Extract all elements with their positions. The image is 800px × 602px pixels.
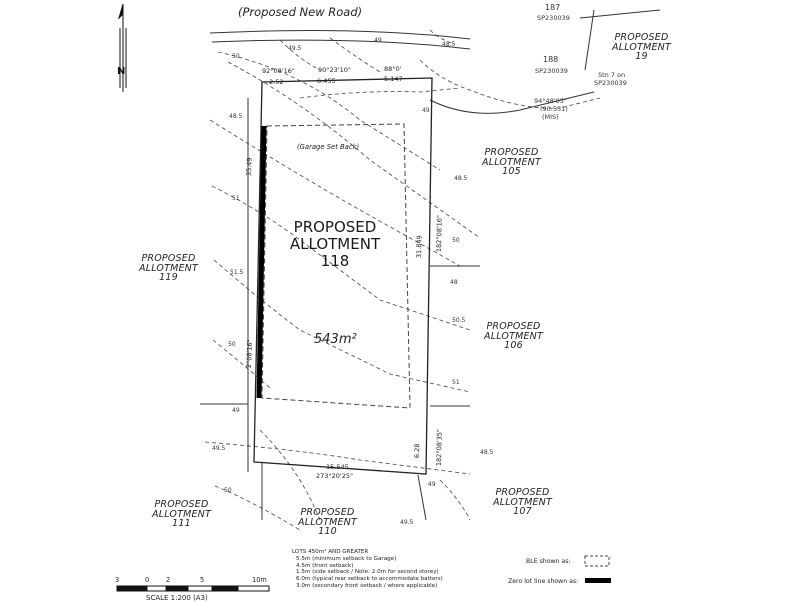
main-area: 543m² xyxy=(314,332,357,347)
scale-tick: 0 xyxy=(145,576,150,584)
east-upper-distance: 31.849 xyxy=(415,235,424,259)
station-bearing: 94°48'05" xyxy=(534,97,567,105)
contour-label: 49 xyxy=(428,481,436,488)
north-label: N xyxy=(117,66,126,77)
contour-lines xyxy=(204,29,601,531)
contour-label: 51 xyxy=(232,195,240,202)
contour-label: 48.5 xyxy=(442,41,456,48)
lot-187-plan: SP230039 xyxy=(537,14,570,22)
west-top-distance: 35.49 xyxy=(245,157,254,177)
station-distance: (90.531) xyxy=(540,105,568,113)
north-arrow-icon xyxy=(117,3,127,92)
legend-zero-lot-label: Zero lot line shown as: xyxy=(508,578,579,585)
contour-label: 50 xyxy=(232,53,240,60)
note-line: 3.0m (secondary front setback / where ap… xyxy=(296,583,438,590)
contour-label: 50 xyxy=(452,237,460,244)
east-lower-bearing: 182°08'35" xyxy=(435,429,444,467)
distance-1: 2.52 xyxy=(269,78,284,86)
contour-label: 48.5 xyxy=(229,113,243,120)
road-reserve xyxy=(209,30,471,50)
contour-label: 51 xyxy=(452,379,460,386)
station-label: Stn 7 on xyxy=(598,71,626,79)
contour-label: 49 xyxy=(374,37,382,44)
note-line: 1.5m (side setback / Note: 2.0m for seco… xyxy=(296,569,439,576)
zero-lot-line xyxy=(256,125,267,399)
main-allotment-title: PROPOSED ALLOTMENT 118 xyxy=(280,219,390,269)
south-distance: 15.545 xyxy=(326,463,349,471)
south-bearing: 273°20'25" xyxy=(316,472,353,480)
bearing-3: 88°0' xyxy=(384,65,402,73)
contour-label: 49.5 xyxy=(400,519,414,526)
lot-188-label: 188 xyxy=(543,55,559,64)
distance-3: 5.147 xyxy=(384,75,403,83)
lot-188-plan: SP230039 xyxy=(535,67,568,75)
contour-label: 49.5 xyxy=(288,45,302,52)
road-label: (Proposed New Road) xyxy=(238,5,363,19)
legend-ble-label: BLE shown as: xyxy=(526,558,571,565)
scale-tick: 5 xyxy=(200,576,205,584)
contour-label: 51.5 xyxy=(230,269,244,276)
contour-label: 48.5 xyxy=(454,175,468,182)
station-plan: SP230039 xyxy=(594,79,627,87)
main-title-line1: PROPOSED xyxy=(293,218,377,236)
bearing-2: 90°23'10" xyxy=(318,66,351,74)
contour-label: 50 xyxy=(228,341,236,348)
note-line: 4.5m (front setback) xyxy=(296,562,354,569)
legend-symbols xyxy=(584,555,611,583)
contour-label: 49 xyxy=(422,107,430,114)
contour-label: 48.5 xyxy=(480,449,494,456)
contour-label: 49.5 xyxy=(212,445,226,452)
station-mis: (MIS) xyxy=(542,113,559,121)
bearing-1: 92°08'16" xyxy=(262,67,295,75)
note-line: 6.0m (typical rear setback to accommodat… xyxy=(296,576,443,583)
contour-label: 49 xyxy=(232,407,240,414)
main-title-number: 118 xyxy=(320,251,350,270)
notes-heading: LOTS 450m² AND GREATER xyxy=(292,549,369,555)
allotment-118-boundary xyxy=(253,77,433,475)
building-envelope xyxy=(261,123,411,409)
scale-label: SCALE 1:200 (A3) xyxy=(146,594,208,602)
scale-tick: 2 xyxy=(166,576,171,584)
lot-187-label: 187 xyxy=(545,3,561,12)
garage-setback-label: (Garage Set Back) xyxy=(297,143,360,151)
contour-label: 50 xyxy=(224,487,232,494)
main-title-line2: ALLOTMENT xyxy=(289,234,381,253)
distance-2: 6.455 xyxy=(317,77,336,85)
neighbour-boundaries xyxy=(200,9,661,521)
scale-tick: 10m xyxy=(252,576,267,584)
east-upper-bearing: 182°08'16" xyxy=(435,215,444,253)
note-line: 5.5m (minimum setback to Garage) xyxy=(296,555,397,562)
contour-label: 50.5 xyxy=(452,317,466,324)
west-bottom-bearing: 2°08'16" xyxy=(245,339,254,369)
setback-notes: LOTS 450m² AND GREATER 5.5m (minimum set… xyxy=(292,549,443,590)
scale-bar xyxy=(116,585,270,592)
contour-label: 48 xyxy=(450,279,458,286)
scale-tick: 3 xyxy=(115,576,120,584)
east-lower-distance: 6.28 xyxy=(413,443,422,459)
